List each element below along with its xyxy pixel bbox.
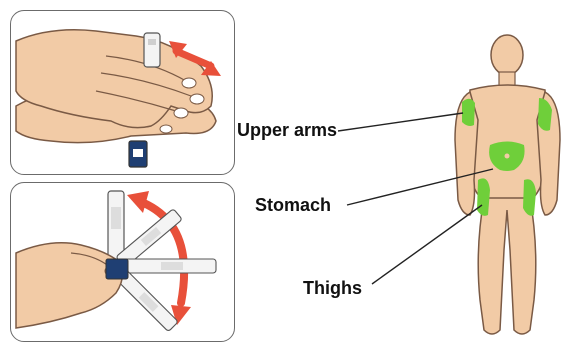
human-body xyxy=(455,35,560,334)
thighs-label: Thighs xyxy=(303,278,362,299)
stomach-label: Stomach xyxy=(255,195,331,216)
thigh-site-left xyxy=(477,178,490,215)
upper-arms-label: Upper arms xyxy=(237,120,337,141)
upper-arms-leader-line xyxy=(338,113,463,131)
thighs-leader-line xyxy=(372,205,482,284)
upper-arm-site-left xyxy=(462,99,475,126)
thigh-site-right xyxy=(523,179,536,215)
